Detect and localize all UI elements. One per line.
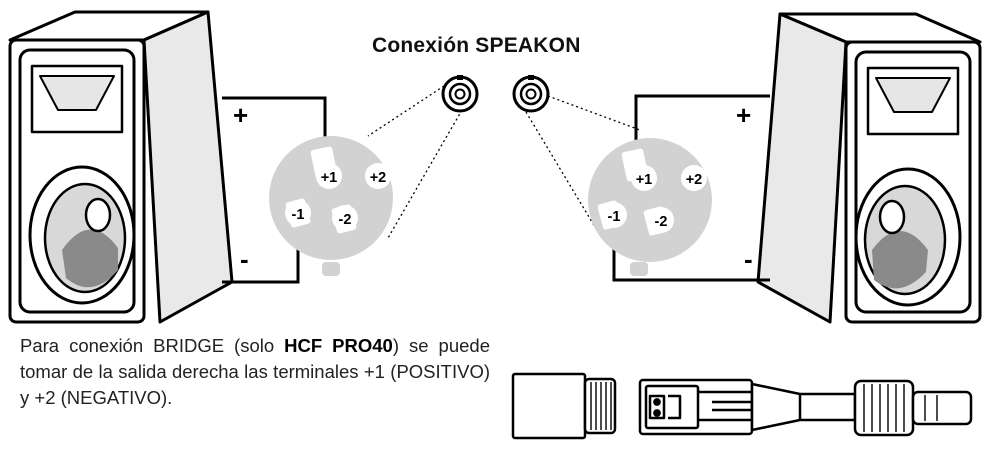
left-pin-plus2: +2 <box>370 170 387 186</box>
right-pin-plus1: +1 <box>636 172 653 188</box>
note-model: HCF PRO40 <box>284 335 393 356</box>
left-pin-minus1: -1 <box>292 207 305 223</box>
speakon-icon-left <box>441 75 479 113</box>
left-plus-label: + <box>233 100 248 130</box>
speakon-icon-right <box>512 75 550 113</box>
diagram-title: Conexión SPEAKON <box>372 34 581 57</box>
right-plus-label: + <box>736 100 751 130</box>
leader-lines <box>367 85 641 239</box>
bridge-note: Para conexión BRIDGE (solo HCF PRO40) se… <box>20 333 490 411</box>
speakon-face-left <box>269 136 393 276</box>
left-pin-plus1: +1 <box>321 170 338 186</box>
note-text-before: Para conexión BRIDGE (solo <box>20 335 285 356</box>
note-text-after: ) se puede tomar de la salida derecha la… <box>20 335 490 408</box>
left-pin-minus2: -2 <box>339 212 352 228</box>
right-pin-minus2: -2 <box>655 214 668 230</box>
right-speaker <box>756 12 982 324</box>
speakon-face-right <box>588 138 712 276</box>
speakon-plug-exploded <box>511 372 973 440</box>
right-pin-plus2: +2 <box>686 172 703 188</box>
left-minus-label: - <box>240 244 249 274</box>
right-pin-minus1: -1 <box>608 209 621 225</box>
left-speaker <box>8 10 234 324</box>
right-minus-label: - <box>744 244 753 274</box>
